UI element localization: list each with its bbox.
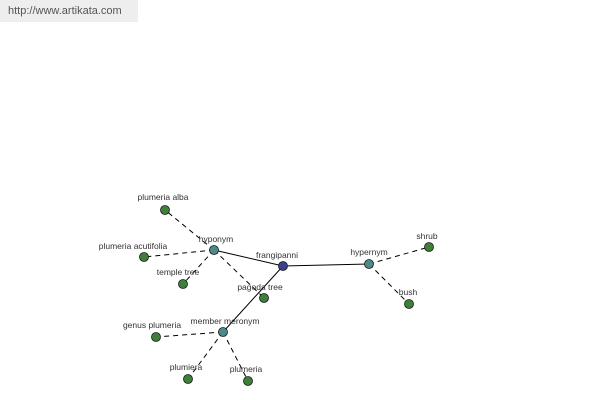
node-label-member-meronym: member meronym (191, 316, 260, 326)
node-label-genus-plumeria: genus plumeria (123, 320, 181, 330)
node-label-plumeria-acutifolia: plumeria acutifolia (99, 241, 168, 251)
node-label-plumiera: plumiera (170, 362, 203, 372)
edge-member-meronym-to-plumeria (222, 331, 249, 382)
node-label-temple-tree: temple tree (157, 267, 200, 277)
node-member-meronym[interactable] (218, 327, 228, 337)
node-label-plumeria-alba: plumeria alba (137, 192, 188, 202)
graph-labels: frangipanni hyponym hypernym member meronym… (99, 192, 438, 374)
edge-hyponym-to-temple-tree (182, 249, 215, 285)
edge-member-meronym-to-plumiera (187, 331, 224, 380)
edge-hypernym-to-shrub (368, 246, 430, 265)
edge-hypernym-to-bush (368, 263, 410, 305)
node-label-hypernym: hypernym (350, 247, 387, 257)
node-plumeria-acutifolia[interactable] (139, 252, 149, 262)
node-plumiera[interactable] (183, 374, 193, 384)
node-hypernym[interactable] (364, 259, 374, 269)
node-bush[interactable] (404, 299, 414, 309)
node-genus-plumeria[interactable] (151, 332, 161, 342)
edge-frangipanni-to-hypernym (282, 263, 370, 267)
node-hyponym[interactable] (209, 245, 219, 255)
graph-edges (143, 209, 430, 382)
edge-frangipanni-to-member-meronym (222, 265, 284, 333)
node-label-plumeria: plumeria (230, 364, 263, 374)
node-plumeria[interactable] (243, 376, 253, 386)
node-label-frangipanni: frangipanni (256, 250, 298, 260)
node-label-shrub: shrub (416, 231, 438, 241)
edge-hyponym-to-plumeria-acutifolia (143, 249, 215, 258)
edge-hyponym-to-pagoda-tree (213, 249, 265, 299)
url-bar: http://www.artikata.com (0, 0, 138, 22)
graph-nodes (139, 205, 434, 386)
url-link[interactable]: http://www.artikata.com (8, 5, 122, 17)
edge-member-meronym-to-genus-plumeria (155, 331, 224, 338)
node-temple-tree[interactable] (178, 279, 188, 289)
node-frangipanni[interactable] (278, 261, 288, 271)
edge-frangipanni-to-hyponym (213, 249, 284, 267)
node-pagoda-tree[interactable] (259, 293, 269, 303)
node-label-pagoda-tree: pagoda tree (237, 282, 283, 292)
node-label-bush: bush (399, 287, 418, 297)
edge-hyponym-to-plumeria-alba (164, 209, 215, 251)
node-label-hyponym: hyponym (199, 234, 234, 244)
node-plumeria-alba[interactable] (160, 205, 170, 215)
node-shrub[interactable] (424, 242, 434, 252)
